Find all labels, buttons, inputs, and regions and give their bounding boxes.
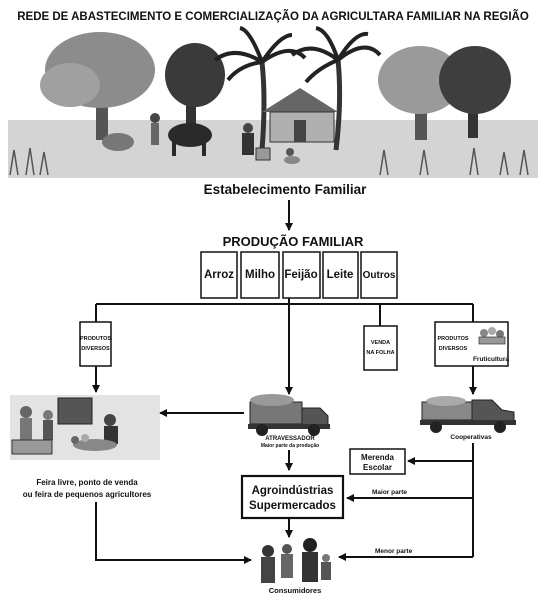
crop-label-feijao: Feijão (284, 269, 317, 281)
cooperatives-truck-icon (420, 396, 516, 433)
diagram-title: REDE DE ABASTECIMENTO E COMERCIALIZAÇÃO … (17, 10, 529, 23)
crop-boxes: Arroz Milho Feijão Leite Outros (200, 251, 398, 299)
cooperatives-label: Cooperativas (450, 434, 492, 441)
crop-label-arroz: Arroz (204, 269, 234, 281)
right-products-line1: PRODUTOS (437, 336, 468, 342)
middleman-truck-icon (248, 394, 330, 436)
farm-scene-illustration (8, 26, 538, 178)
folha-line1: VENDA (371, 340, 390, 346)
left-products-box (79, 321, 112, 367)
establishment-label: Estabelecimento Familiar (204, 182, 368, 197)
fair-illustration (10, 395, 160, 460)
crop-box-leite (322, 251, 359, 299)
middleman-subtitle: Maior parte da produção (261, 443, 319, 449)
crop-box-feijao (282, 251, 321, 299)
agro-supermarket-box (240, 474, 345, 520)
maior-parte-label: Maior parte (372, 489, 407, 496)
crop-label-milho: Milho (245, 269, 275, 281)
consumers-illustration (261, 538, 331, 583)
school-lunch-line2: Escolar (363, 463, 392, 472)
fair-line2: ou feira de pequenos agricultores (23, 490, 152, 499)
left-products-line1: PRODUTOS (80, 336, 111, 342)
production-title: PRODUÇÃO FAMILIAR (223, 234, 364, 249)
crop-box-outros (360, 251, 398, 299)
consumers-label: Consumidores (269, 586, 322, 595)
fruit-basket-icon (478, 327, 506, 345)
edge-fair-to-consumers (95, 502, 252, 564)
left-products-line2: DIVERSOS (81, 346, 110, 352)
fruticultura-label: Fruticultura (473, 356, 509, 363)
crop-label-leite: Leite (327, 269, 354, 281)
menor-parte-label: Menor parte (375, 548, 413, 555)
crop-label-outros: Outros (363, 270, 396, 281)
crop-box-arroz (200, 251, 238, 299)
middleman-title: ATRAVESSADOR (265, 436, 315, 442)
folha-line2: NA FOLHA (366, 350, 394, 356)
school-lunch-line1: Merenda (361, 453, 394, 462)
school-lunch-box (349, 448, 406, 475)
agro-line2: Supermercados (249, 500, 336, 512)
crop-box-milho (240, 251, 280, 299)
fair-line1: Feira livre, ponto de venda (36, 478, 138, 487)
agro-line1: Agroindústrias (252, 485, 334, 497)
folha-box (363, 325, 398, 371)
right-products-line2: DIVERSOS (439, 346, 468, 352)
